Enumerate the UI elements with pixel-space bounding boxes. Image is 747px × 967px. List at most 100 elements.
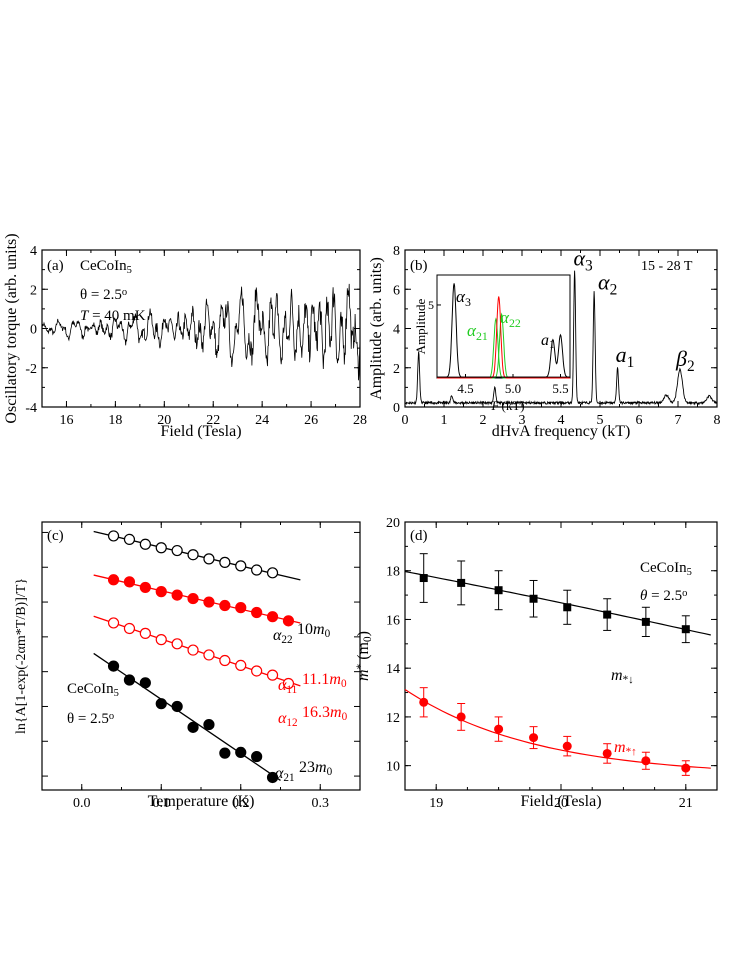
sample-label: CeCoIn5 <box>80 258 132 276</box>
point-α12 <box>155 634 167 646</box>
inset-label-α21: α21 <box>467 321 488 343</box>
label-part: m <box>330 704 342 721</box>
label-part: 2 <box>610 281 618 298</box>
point-α12 <box>139 627 151 639</box>
point-α21 <box>123 674 136 686</box>
label-part: 12 <box>286 717 297 729</box>
angle-label: θ = 2.5o <box>640 588 687 604</box>
label-part: α <box>275 765 284 782</box>
point-α11 <box>123 576 136 588</box>
inset-x-title-unit: (kT) <box>502 398 525 413</box>
label-part: m <box>355 669 372 681</box>
x-tick-label: 8 <box>714 413 721 428</box>
label-part: T <box>80 308 90 324</box>
point-α21 <box>107 660 120 672</box>
inset-label-α22: α22 <box>500 308 521 330</box>
torque-trace <box>41 283 361 381</box>
sample-label: CeCoIn5 <box>67 681 119 699</box>
label-part: 21 <box>283 772 294 784</box>
series-label-α12: α12 <box>278 710 298 729</box>
label-part: α <box>573 246 585 271</box>
series-label-up: m*↑ <box>614 739 637 758</box>
inset-x-title: F <box>491 398 501 413</box>
y-tick-label: 2 <box>393 362 400 377</box>
y-tick-label: 12 <box>386 711 400 726</box>
spectrum-trace <box>404 270 718 406</box>
point-up <box>641 756 651 766</box>
point-α12 <box>107 617 120 629</box>
x-tick-label: 0.2 <box>232 796 250 811</box>
peak-label-α2: α2 <box>598 269 617 298</box>
point-α12 <box>203 649 215 661</box>
point-up <box>456 712 466 722</box>
x-tick-label: 26 <box>304 413 318 428</box>
mass-label-α11: 11.1m0 <box>302 671 347 690</box>
panel-label: (c) <box>47 528 64 544</box>
point-α11 <box>251 606 263 619</box>
panel-label: (d) <box>410 528 428 544</box>
series-label-α22: α22 <box>273 627 293 646</box>
label-part: CeCoIn <box>640 560 687 576</box>
inset-label-α3: α3 <box>456 287 471 309</box>
point-α11 <box>219 599 231 612</box>
point-up <box>494 724 504 734</box>
label-part: ) <box>355 631 372 636</box>
label-part: 11 <box>286 684 297 696</box>
label-part: α <box>456 287 466 306</box>
point-α22 <box>203 553 215 565</box>
label-part: 2 <box>687 357 695 374</box>
x-tick-label: 24 <box>255 413 269 428</box>
y-axis-title: m* (m0) <box>355 631 375 681</box>
inset-y-title: Amplitude <box>413 298 428 354</box>
label-part: θ = 2.5 <box>80 287 122 303</box>
point-down <box>603 610 612 619</box>
point-α21 <box>251 750 263 763</box>
x-axis-title: dHvA frequency (kT) <box>492 423 631 440</box>
label-part: 0 <box>325 628 331 640</box>
label-part: m <box>315 759 327 776</box>
x-tick-label: 2 <box>480 413 487 428</box>
label-part: 0 <box>342 711 348 723</box>
label-part: (m <box>355 641 372 663</box>
point-α12 <box>171 638 183 650</box>
label-part: β <box>675 346 687 371</box>
point-α21 <box>219 747 231 759</box>
point-α12 <box>235 659 247 671</box>
label-part: α <box>467 321 477 340</box>
label-part: m <box>329 671 341 688</box>
y-tick-label: 0 <box>30 323 37 338</box>
x-axis-title: Temperature (K) <box>148 793 255 810</box>
x-axis-title: Field (Tesla) <box>520 793 601 810</box>
label-part: θ = 2.5 <box>67 711 109 727</box>
mass-label-α21: 23m0 <box>299 759 333 778</box>
label-part: α <box>278 677 287 694</box>
label-part: 5 <box>687 567 692 578</box>
label-part: α <box>598 269 610 294</box>
point-α11 <box>203 596 215 608</box>
fit-line-α21 <box>93 652 281 781</box>
label-part: 23 <box>299 759 315 776</box>
label-part: m <box>313 621 325 638</box>
mass-label-α12: 16.3m0 <box>302 704 348 723</box>
point-down <box>641 617 650 626</box>
point-up <box>529 733 539 743</box>
fit-curve-up <box>404 688 711 769</box>
point-α21 <box>235 746 247 759</box>
angle-label: θ = 2.5o <box>80 287 127 303</box>
point-α12 <box>187 644 199 656</box>
point-α22 <box>107 530 120 542</box>
x-tick-label: 20 <box>157 413 171 428</box>
inset-x-tick-label: 5.0 <box>505 381 521 396</box>
label-part: 1 <box>627 353 635 370</box>
point-α12 <box>251 665 263 677</box>
x-tick-label: 4 <box>558 413 565 428</box>
y-tick-label: -2 <box>25 362 37 377</box>
point-α12 <box>219 654 231 667</box>
y-tick-label: 14 <box>386 662 400 677</box>
inset-series-sum <box>437 296 570 379</box>
point-α21 <box>171 700 183 713</box>
y-tick-label: 16 <box>386 613 400 628</box>
point-α11 <box>235 602 247 614</box>
y-tick-label: 10 <box>386 760 400 775</box>
y-axis-title: Oscillatory torque (arb. units) <box>3 233 20 423</box>
